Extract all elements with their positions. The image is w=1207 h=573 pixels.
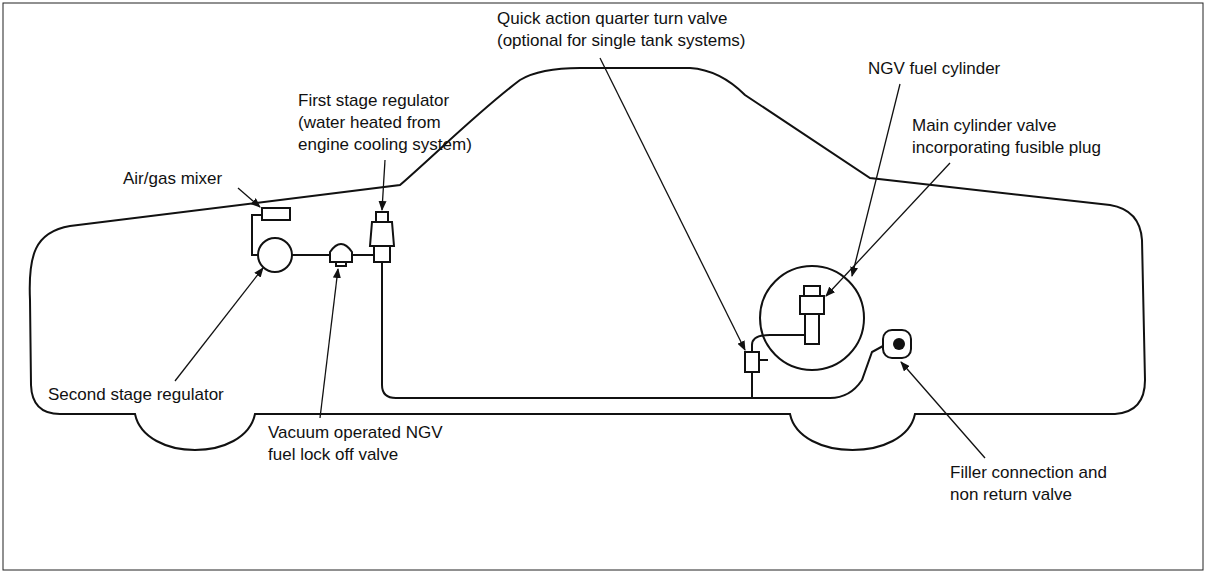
filler-connection bbox=[883, 330, 911, 358]
second-stage-regulator bbox=[258, 238, 292, 272]
first-stage-regulator bbox=[370, 212, 394, 262]
car-body bbox=[30, 68, 1145, 450]
part-label: NGV fuel cylinder bbox=[868, 58, 1000, 80]
part-label: Air/gas mixer bbox=[123, 168, 222, 190]
leader-lines bbox=[175, 58, 985, 458]
part-label: First stage regulator (water heated from… bbox=[298, 90, 484, 156]
quarter-turn-valve bbox=[745, 352, 768, 372]
part-label: Second stage regulator bbox=[48, 384, 224, 406]
part-label: Quick action quarter turn valve (optiona… bbox=[497, 8, 767, 52]
fuel-cylinder bbox=[760, 266, 864, 370]
part-label: Main cylinder valve incorporating fusibl… bbox=[912, 115, 1132, 159]
lock-off-valve bbox=[330, 244, 352, 266]
cylinder-valve bbox=[800, 286, 824, 344]
air-gas-mixer bbox=[262, 208, 290, 220]
part-label: Filler connection and non return valve bbox=[950, 462, 1124, 506]
part-label: Vacuum operated NGV fuel lock off valve bbox=[268, 422, 460, 466]
fuel-pipes bbox=[252, 215, 883, 398]
frame bbox=[3, 3, 1203, 570]
